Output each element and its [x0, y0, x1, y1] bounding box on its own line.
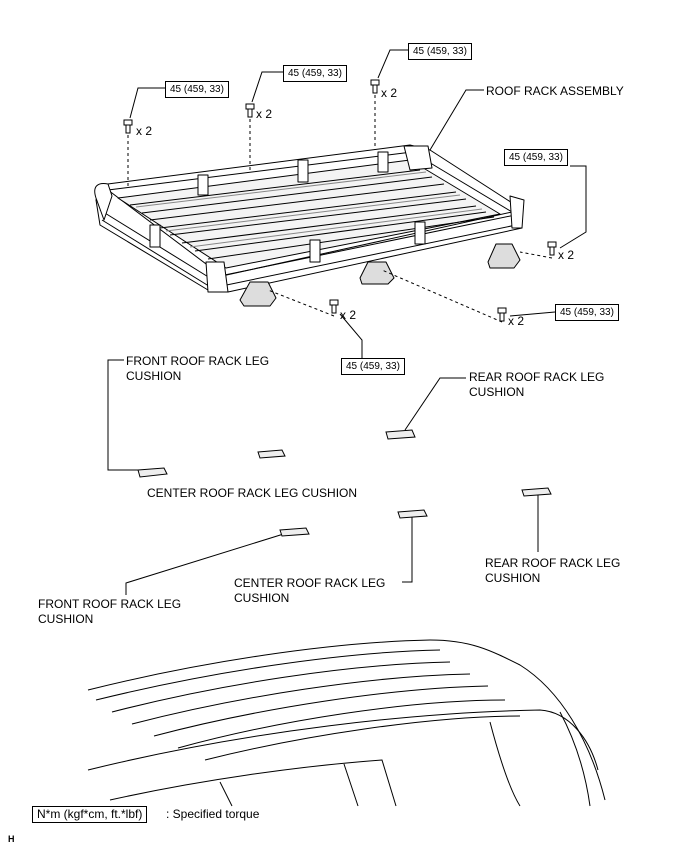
torque-spec: 45 (459, 33)	[341, 358, 405, 375]
bolt-quantity: x 2	[340, 308, 357, 322]
torque-spec: 45 (459, 33)	[283, 65, 347, 82]
bolt-quantity: x 2	[508, 314, 525, 328]
label-rear-roof-rack-leg-cushion: REAR ROOF RACK LEG CUSHION	[485, 556, 620, 586]
bolt-icon	[123, 79, 557, 322]
label-line: CENTER ROOF RACK LEG	[234, 576, 386, 590]
label-line: CUSHION	[234, 591, 290, 605]
vehicle-roof	[87, 639, 606, 807]
label-rear-roof-rack-leg-cushion: REAR ROOF RACK LEG CUSHION	[469, 370, 604, 400]
torque-spec: 45 (459, 33)	[165, 81, 229, 98]
leg-cushion-icon	[137, 429, 552, 537]
bolt-quantity: x 2	[558, 248, 575, 262]
torque-legend-text: : Specified torque	[166, 807, 260, 821]
label-line: CUSHION	[485, 571, 541, 585]
label-line: REAR ROOF RACK LEG	[469, 370, 605, 384]
bolt-quantity: x 2	[256, 107, 273, 121]
torque-spec: 45 (459, 33)	[504, 149, 568, 166]
torque-spec: 45 (459, 33)	[555, 304, 619, 321]
bolt-quantity: x 2	[381, 86, 398, 100]
torque-unit-legend-box: N*m (kgf*cm, ft.*lbf)	[32, 806, 148, 823]
torque-spec: 45 (459, 33)	[408, 43, 472, 60]
label-line: FRONT ROOF RACK LEG	[126, 354, 270, 368]
corner-mark: H	[8, 834, 15, 844]
label-line: CUSHION	[469, 385, 525, 399]
label-line: CUSHION	[126, 369, 182, 383]
label-roof-rack-assembly: ROOF RACK ASSEMBLY	[486, 84, 624, 98]
label-front-roof-rack-leg-cushion: FRONT ROOF RACK LEG CUSHION	[126, 354, 269, 384]
bolt-centerlines	[127, 95, 553, 323]
label-line: CUSHION	[38, 612, 94, 626]
label-center-roof-rack-leg-cushion: CENTER ROOF RACK LEG CUSHION	[147, 486, 358, 500]
bolt-quantity: x 2	[136, 124, 153, 138]
leader-lines	[107, 49, 587, 595]
roof-rack-assembly	[94, 144, 525, 307]
label-line: FRONT ROOF RACK LEG	[38, 597, 182, 611]
label-line: REAR ROOF RACK LEG	[485, 556, 621, 570]
label-center-roof-rack-leg-cushion: CENTER ROOF RACK LEG CUSHION	[234, 576, 385, 606]
label-front-roof-rack-leg-cushion: FRONT ROOF RACK LEG CUSHION	[38, 597, 181, 627]
